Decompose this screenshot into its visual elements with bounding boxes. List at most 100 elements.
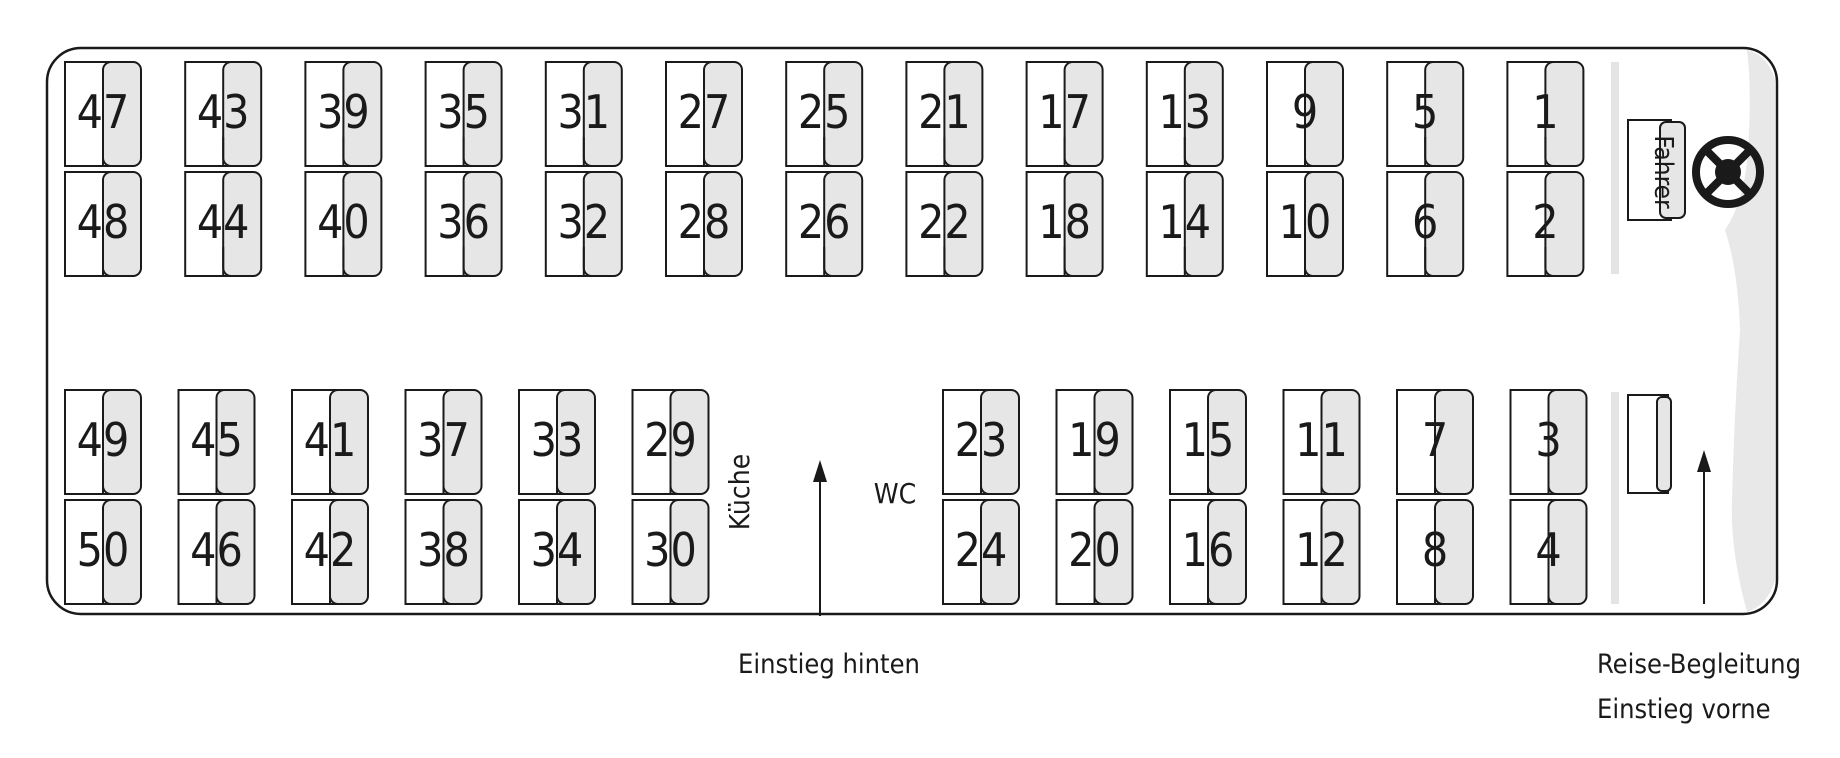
seat-number: 37	[417, 413, 470, 467]
seat-cushion	[177, 389, 229, 495]
seat-cushion	[1506, 61, 1558, 167]
seat[interactable]: 28	[665, 171, 743, 277]
seat[interactable]: 46	[177, 499, 256, 605]
seat-number: 5	[1412, 85, 1438, 139]
seat[interactable]: 49	[64, 389, 142, 495]
seat[interactable]: 27	[665, 61, 743, 167]
seat[interactable]: 24	[942, 499, 1020, 605]
seat[interactable]: 25	[785, 61, 864, 167]
seat[interactable]: 38	[404, 499, 483, 605]
seat-number: 31	[557, 85, 610, 139]
wc-label: WC	[874, 477, 917, 510]
seat-back	[222, 61, 263, 167]
seat-cushion	[1282, 499, 1334, 605]
seat[interactable]: 12	[1282, 499, 1361, 605]
seat[interactable]: 8	[1396, 499, 1474, 605]
seat-number: 16	[1182, 523, 1235, 577]
seat[interactable]: 7	[1396, 389, 1474, 495]
seat-number: 33	[531, 413, 584, 467]
seat[interactable]: 33	[518, 389, 596, 495]
seat-cushion	[64, 499, 115, 605]
seat[interactable]: 31	[544, 61, 623, 167]
seat[interactable]: 43	[184, 61, 263, 167]
seat-cushion	[291, 389, 342, 495]
seat[interactable]: 45	[177, 389, 256, 495]
seat[interactable]: 44	[184, 171, 263, 277]
seat-back	[462, 61, 503, 167]
seat-back	[669, 389, 710, 495]
seat[interactable]: 30	[631, 499, 710, 605]
seat[interactable]: 41	[291, 389, 369, 495]
seat-cushion	[518, 389, 569, 495]
seat-back	[582, 171, 623, 277]
seat-cushion	[1169, 499, 1220, 605]
seat[interactable]: 13	[1145, 61, 1224, 167]
seat[interactable]: 23	[942, 389, 1020, 495]
seat[interactable]: 5	[1386, 61, 1465, 167]
seat-number: 27	[678, 85, 731, 139]
seat[interactable]: 1	[1506, 61, 1585, 167]
seat-number: 38	[417, 523, 470, 577]
seat-back	[222, 171, 263, 277]
seat[interactable]: 10	[1266, 171, 1344, 277]
seat[interactable]: 3	[1509, 389, 1588, 495]
rear-entry-arrow-icon	[813, 460, 827, 616]
seat-cushion	[404, 499, 456, 605]
kitchen-label: Küche	[723, 454, 756, 530]
seat-cushion	[64, 389, 115, 495]
seat[interactable]: 4	[1509, 499, 1588, 605]
seat[interactable]: 2	[1506, 171, 1585, 277]
seat-back	[102, 389, 142, 495]
seat[interactable]: 17	[1025, 61, 1104, 167]
seat-back	[1183, 171, 1224, 277]
rear-entry-caption: Einstieg hinten	[738, 649, 920, 680]
seat-back	[1544, 61, 1585, 167]
seat-back	[703, 171, 743, 277]
seat[interactable]: 19	[1055, 389, 1134, 495]
seat[interactable]: 42	[291, 499, 369, 605]
seat[interactable]: 47	[64, 61, 142, 167]
seat-cushion	[1396, 389, 1447, 495]
seat-back	[1304, 171, 1344, 277]
seat[interactable]: 6	[1386, 171, 1465, 277]
seat-number: 41	[304, 413, 357, 467]
seat[interactable]: 26	[785, 171, 864, 277]
front-bar-upper	[1611, 62, 1619, 274]
seat[interactable]: 35	[424, 61, 503, 167]
seat-number: 15	[1182, 413, 1235, 467]
seat[interactable]: 20	[1055, 499, 1134, 605]
seat-cushion	[1509, 499, 1561, 605]
seat[interactable]: 50	[64, 499, 142, 605]
seat[interactable]: 15	[1169, 389, 1247, 495]
front-entry-caption-line2: Einstieg vorne	[1597, 694, 1771, 725]
front-entry-caption-line1: Reise-Begleitung	[1597, 649, 1802, 680]
seat[interactable]: 22	[905, 171, 984, 277]
seat-cushion	[518, 499, 569, 605]
seat[interactable]: 18	[1025, 171, 1104, 277]
seat-cushion	[905, 61, 957, 167]
seat[interactable]: 11	[1282, 389, 1361, 495]
seat[interactable]: 40	[304, 171, 383, 277]
seat-cushion	[1266, 61, 1317, 167]
seat-cushion	[1386, 61, 1438, 167]
seat-cushion	[665, 61, 716, 167]
seat[interactable]: 21	[905, 61, 984, 167]
driver-seat-back	[1659, 121, 1686, 219]
seat-number: 2	[1532, 195, 1558, 249]
seat[interactable]: 39	[304, 61, 383, 167]
seat-cushion	[424, 171, 476, 277]
seat-number: 10	[1279, 195, 1332, 249]
seat[interactable]: 29	[631, 389, 710, 495]
seat-cushion	[942, 389, 993, 495]
seat[interactable]: 37	[404, 389, 483, 495]
seat-cushion	[1282, 389, 1334, 495]
seat[interactable]: 14	[1145, 171, 1224, 277]
seat-cushion	[1055, 499, 1107, 605]
seat[interactable]: 32	[544, 171, 623, 277]
seat[interactable]: 34	[518, 499, 596, 605]
seat[interactable]: 9	[1266, 61, 1344, 167]
seat[interactable]: 36	[424, 171, 503, 277]
seat-cushion	[544, 171, 596, 277]
seat[interactable]: 48	[64, 171, 142, 277]
seat[interactable]: 16	[1169, 499, 1247, 605]
